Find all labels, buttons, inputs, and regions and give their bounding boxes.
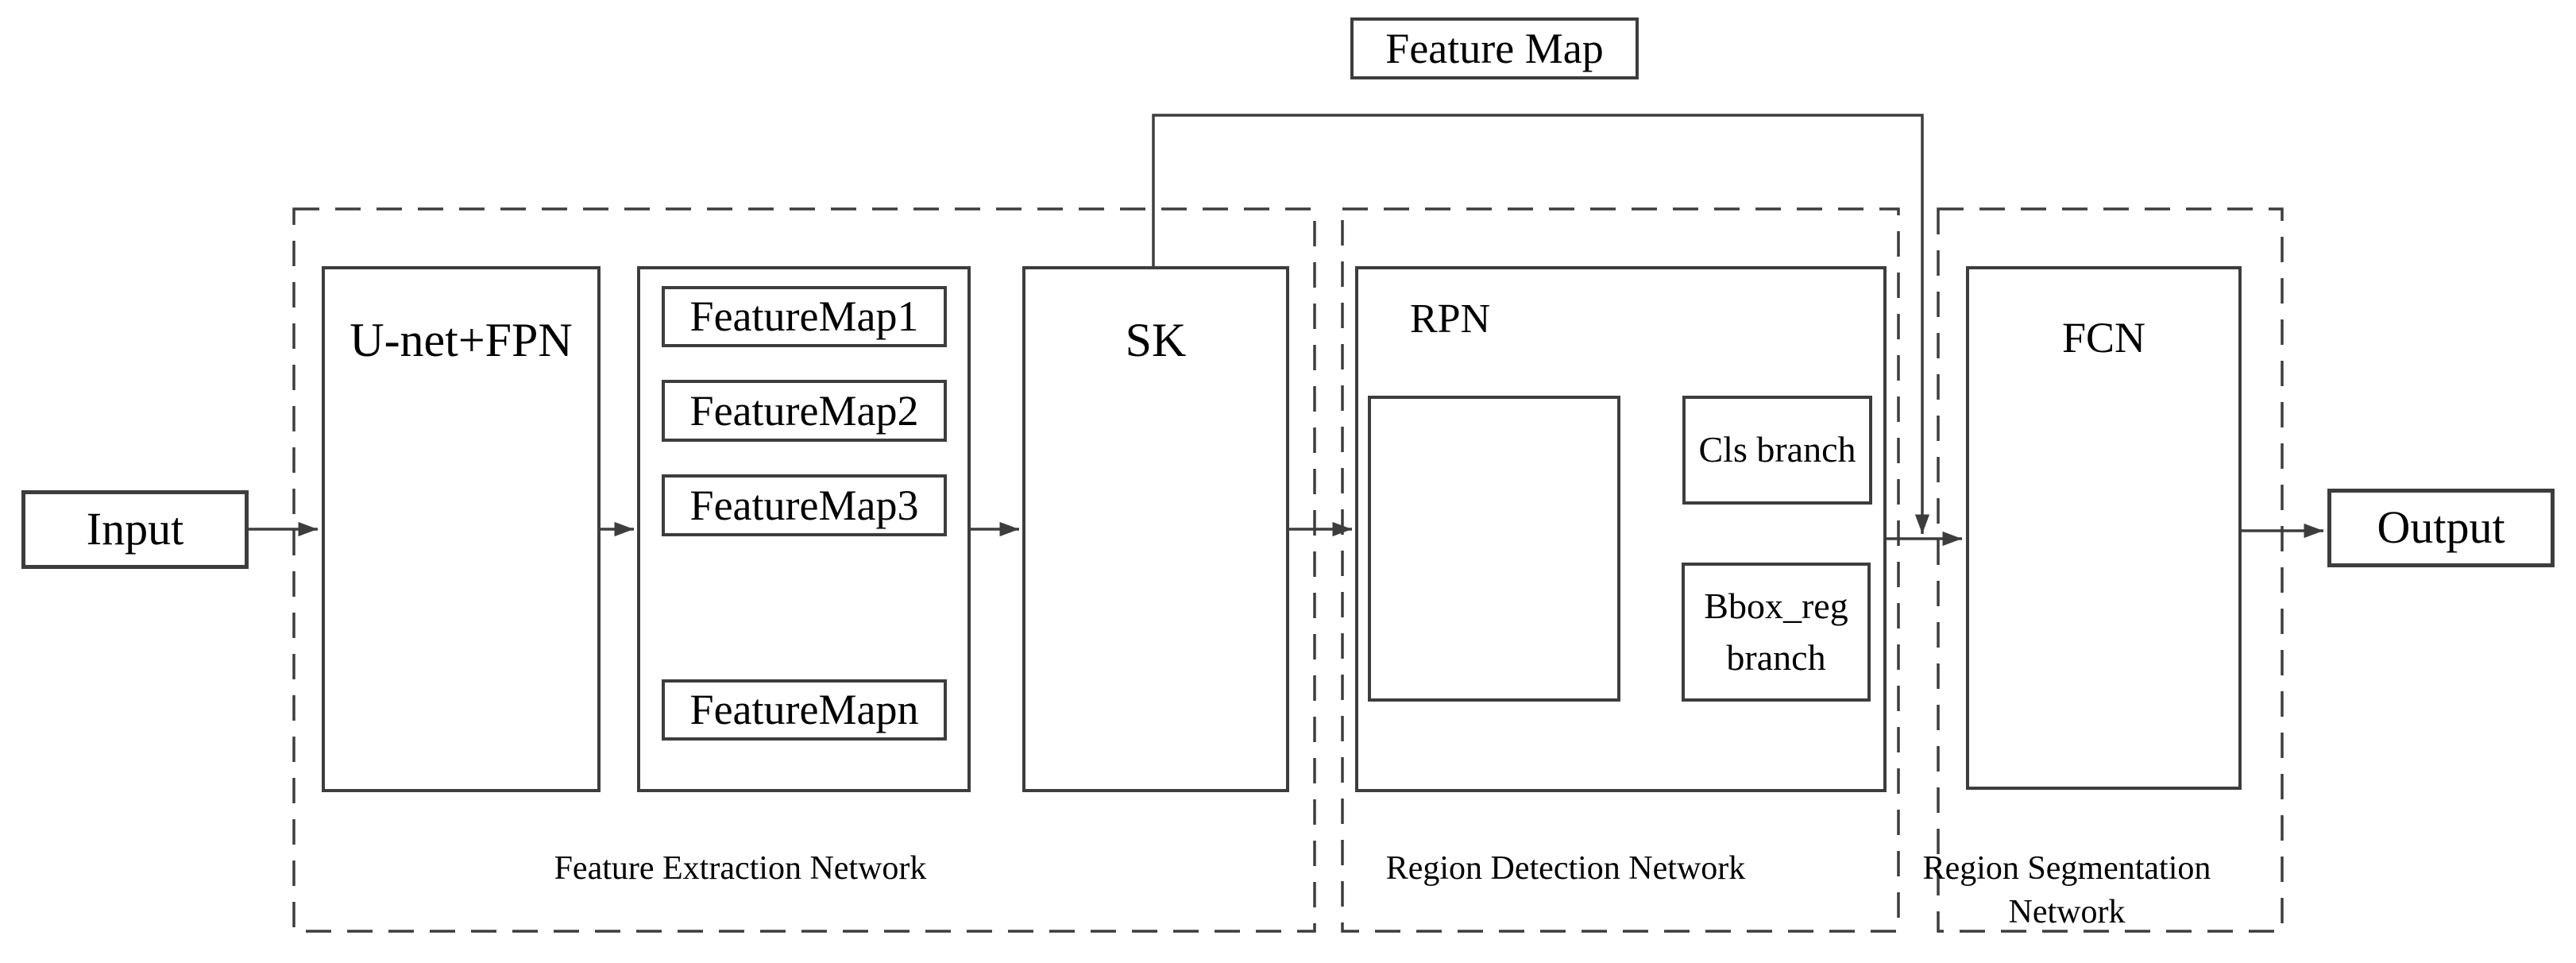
bbox-reg-branch-label: Bbox_reg branch	[1704, 586, 1848, 678]
feature-map-item-2-label: FeatureMap2	[689, 386, 919, 435]
region-detection-caption: Region Detection Network	[1385, 850, 1746, 887]
feature-extraction-caption: Feature Extraction Network	[554, 850, 927, 887]
feature-map-item-n: FeatureMapn	[662, 679, 947, 741]
rpn-anchor-box	[1368, 396, 1620, 702]
cls-branch-label: Cls branch	[1698, 429, 1856, 470]
cls-branch-box: Cls branch	[1682, 396, 1872, 505]
input-box: Input	[21, 490, 249, 569]
unet-fpn-label: U-net+FPN	[350, 314, 573, 366]
output-label: Output	[2377, 501, 2505, 554]
feature-map-box: Feature Map	[1350, 17, 1639, 79]
feature-map-item-2: FeatureMap2	[662, 380, 947, 442]
unet-fpn-box: U-net+FPN	[322, 266, 601, 792]
feature-map-item-1-label: FeatureMap1	[689, 292, 919, 341]
sk-label: SK	[1125, 314, 1187, 366]
rpn-label: RPN	[1410, 296, 1491, 342]
region-segmentation-caption: Region Segmentation Network	[1922, 850, 2211, 930]
input-label: Input	[86, 503, 184, 555]
feature-map-item-1: FeatureMap1	[662, 286, 947, 347]
feature-map-label: Feature Map	[1385, 24, 1604, 72]
bbox-reg-branch-box: Bbox_reg branch	[1682, 563, 1871, 702]
fcn-box: FCN	[1966, 266, 2242, 790]
feature-map-item-3: FeatureMap3	[662, 474, 947, 536]
fcn-label: FCN	[2061, 314, 2146, 362]
feature-map-item-3-label: FeatureMap3	[689, 481, 919, 529]
output-box: Output	[2327, 489, 2555, 567]
feature-map-item-n-label: FeatureMapn	[689, 686, 919, 734]
sk-box: SK	[1022, 266, 1289, 792]
